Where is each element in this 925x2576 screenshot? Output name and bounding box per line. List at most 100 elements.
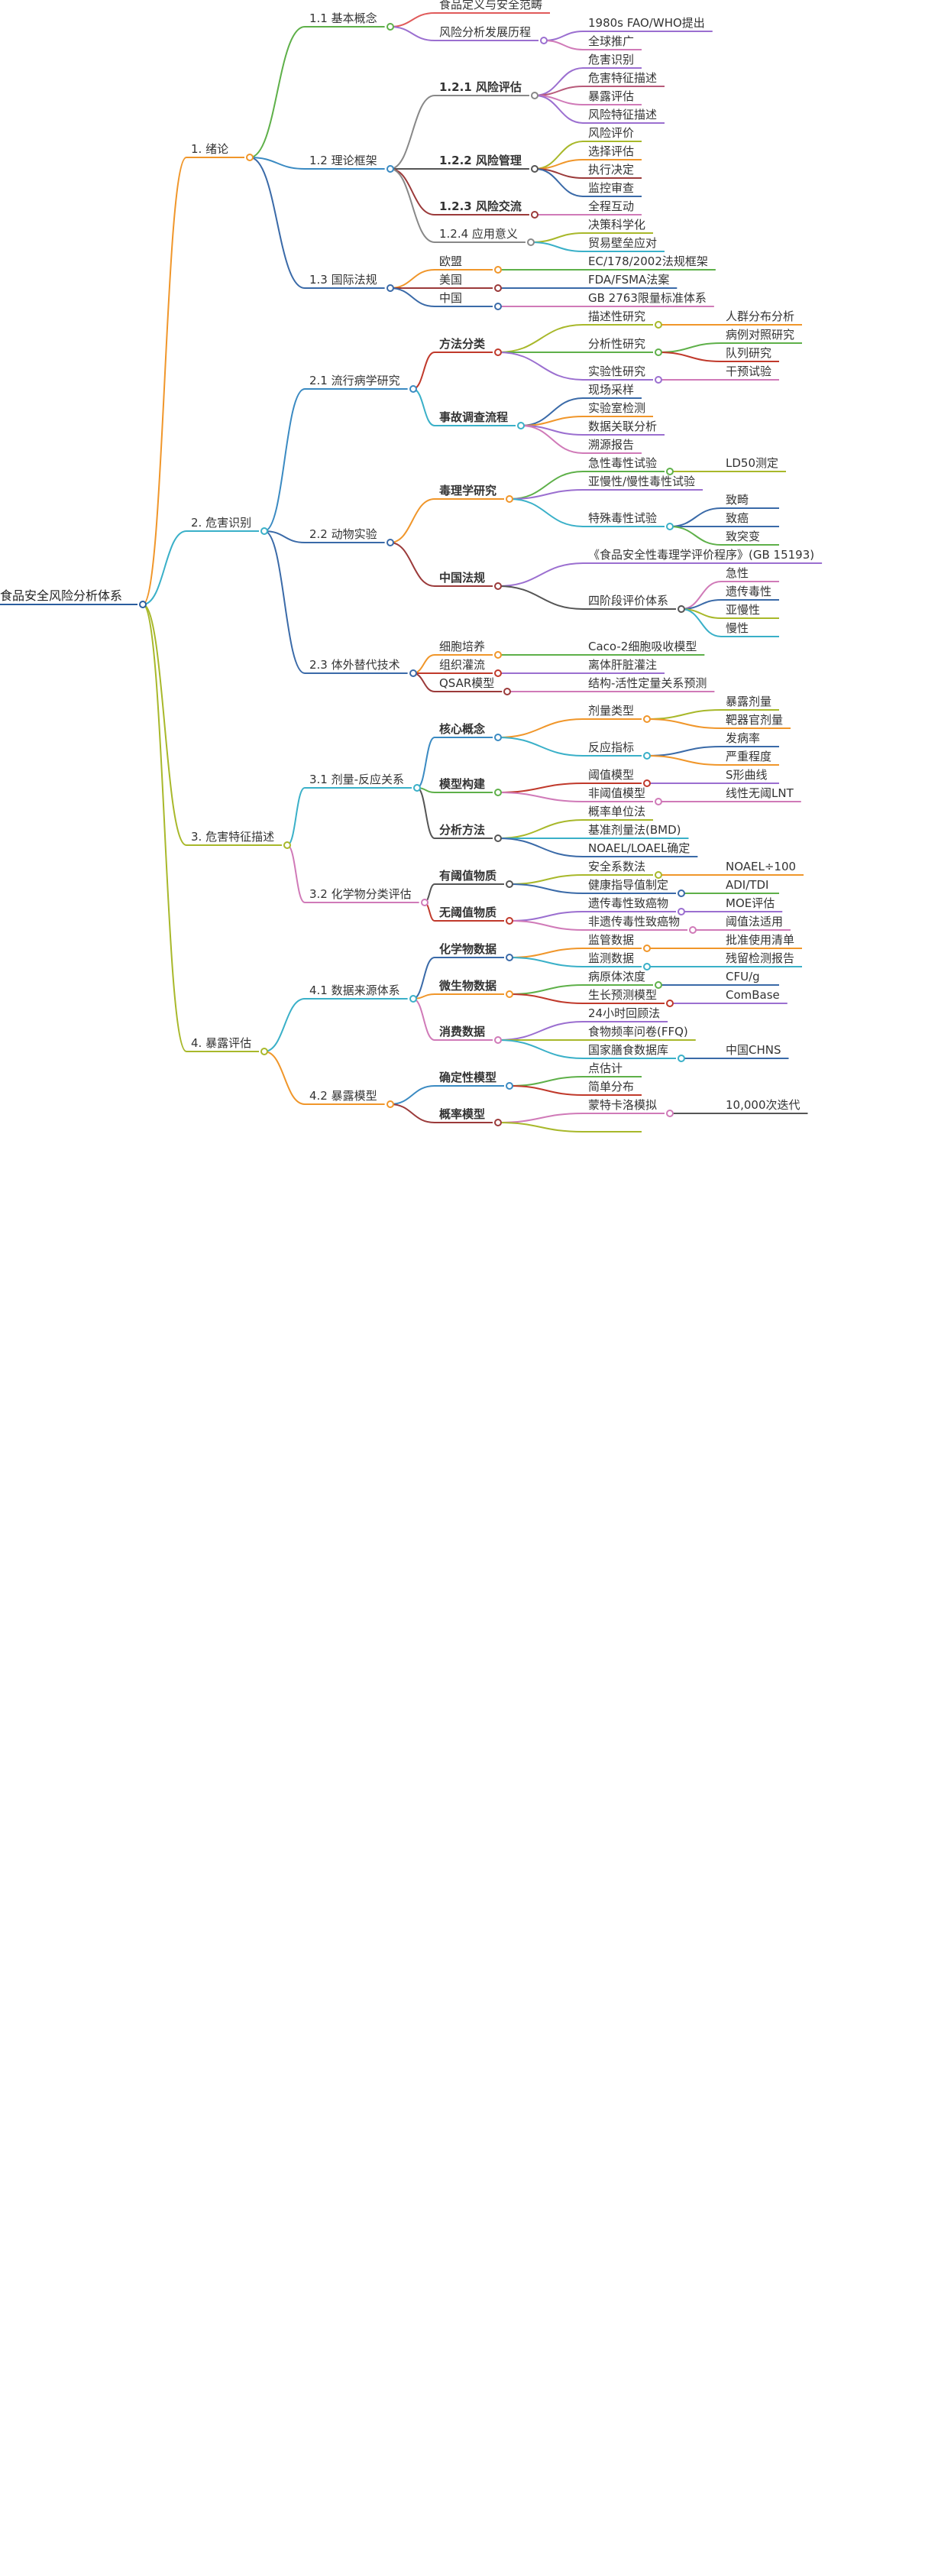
- node-label: 阈值法适用: [726, 915, 784, 928]
- node-toggle-icon[interactable]: [494, 284, 502, 292]
- node-toggle-icon[interactable]: [678, 908, 685, 915]
- node-toggle-icon[interactable]: [506, 990, 513, 998]
- node-label: 发病率: [726, 731, 761, 745]
- node-label: 严重程度: [726, 750, 772, 763]
- node-toggle-icon[interactable]: [666, 1110, 674, 1117]
- node-toggle-icon[interactable]: [643, 945, 651, 952]
- branch-connector: [534, 95, 584, 124]
- node-toggle-icon[interactable]: [643, 779, 651, 787]
- node-toggle-icon[interactable]: [139, 601, 147, 608]
- node-toggle-icon[interactable]: [506, 495, 513, 503]
- node-label: 慢性: [726, 621, 749, 635]
- node-label: 中国: [439, 291, 463, 305]
- node-toggle-icon[interactable]: [260, 527, 269, 535]
- node-label: 人群分布分析: [726, 309, 795, 323]
- node-label: 《食品安全性毒理学评价程序》(GB 15193): [588, 548, 815, 562]
- branch-connector: [412, 352, 435, 390]
- node-toggle-icon[interactable]: [494, 669, 502, 677]
- branch-connector: [658, 342, 722, 353]
- node-toggle-icon[interactable]: [494, 1119, 502, 1126]
- node-toggle-icon[interactable]: [506, 917, 513, 925]
- node-toggle-icon[interactable]: [689, 926, 697, 934]
- node-label: 危害识别: [588, 53, 635, 66]
- node-toggle-icon[interactable]: [409, 669, 417, 677]
- node-toggle-icon[interactable]: [655, 348, 662, 356]
- node-toggle-icon[interactable]: [678, 1055, 685, 1062]
- node-toggle-icon[interactable]: [494, 834, 502, 842]
- node-toggle-icon[interactable]: [678, 889, 685, 897]
- branch-connector: [497, 352, 584, 381]
- node-toggle-icon[interactable]: [655, 798, 662, 805]
- node-label: 选择评估: [588, 144, 635, 158]
- node-toggle-icon[interactable]: [643, 752, 651, 760]
- node-toggle-icon[interactable]: [526, 238, 535, 246]
- node-toggle-icon[interactable]: [655, 321, 662, 329]
- node-toggle-icon[interactable]: [413, 784, 422, 792]
- node-toggle-icon[interactable]: [386, 284, 394, 292]
- branch-connector: [412, 672, 435, 692]
- node-toggle-icon[interactable]: [530, 92, 539, 99]
- node-toggle-icon[interactable]: [386, 165, 394, 173]
- node-toggle-icon[interactable]: [666, 468, 674, 475]
- node-toggle-icon[interactable]: [420, 899, 429, 906]
- node-toggle-icon[interactable]: [386, 23, 394, 31]
- node-label: 暴露剂量: [726, 695, 772, 708]
- node-toggle-icon[interactable]: [283, 841, 292, 849]
- node-toggle-icon[interactable]: [494, 348, 502, 356]
- node-label: 实验室检测: [588, 401, 646, 415]
- node-toggle-icon[interactable]: [506, 954, 513, 961]
- node-toggle-icon[interactable]: [530, 165, 539, 173]
- node-label: 模型构建: [439, 777, 486, 791]
- node-label: 10,000次迭代: [726, 1098, 800, 1112]
- node-toggle-icon[interactable]: [666, 523, 674, 530]
- branch-connector: [509, 883, 584, 894]
- node-toggle-icon[interactable]: [643, 963, 651, 970]
- node-toggle-icon[interactable]: [260, 1048, 269, 1055]
- node-label: QSAR模型: [439, 676, 495, 690]
- node-toggle-icon[interactable]: [530, 211, 539, 219]
- node-label: 1.3 国际法规: [309, 273, 377, 287]
- node-label: 病原体浓度: [588, 970, 646, 983]
- node-toggle-icon[interactable]: [386, 1100, 394, 1108]
- node-toggle-icon[interactable]: [386, 539, 394, 546]
- node-label: 病例对照研究: [726, 328, 795, 342]
- node-toggle-icon[interactable]: [494, 582, 502, 590]
- node-toggle-icon[interactable]: [655, 871, 662, 879]
- node-toggle-icon[interactable]: [494, 303, 502, 310]
- node-toggle-icon[interactable]: [655, 376, 662, 384]
- node-toggle-icon[interactable]: [517, 422, 525, 429]
- node-toggle-icon[interactable]: [666, 1000, 674, 1007]
- node-toggle-icon[interactable]: [655, 981, 662, 989]
- branch-connector: [142, 604, 187, 846]
- node-label: 微生物数据: [439, 979, 497, 993]
- branch-connector: [646, 746, 722, 757]
- node-toggle-icon[interactable]: [540, 37, 548, 44]
- node-label: 队列研究: [726, 346, 772, 360]
- node-label: S形曲线: [726, 768, 768, 782]
- node-toggle-icon[interactable]: [494, 734, 502, 741]
- node-toggle-icon[interactable]: [506, 1082, 513, 1090]
- branch-connector: [509, 920, 584, 931]
- node-toggle-icon[interactable]: [409, 385, 417, 393]
- node-toggle-icon[interactable]: [409, 995, 417, 1003]
- node-label: 3.2 化学物分类评估: [309, 887, 412, 901]
- node-toggle-icon[interactable]: [494, 1036, 502, 1044]
- node-toggle-icon[interactable]: [494, 651, 502, 659]
- node-label: 亚慢性/慢性毒性试验: [588, 475, 696, 488]
- branch-connector: [390, 542, 435, 587]
- node-toggle-icon[interactable]: [678, 605, 685, 613]
- node-label: 蒙特卡洛模拟: [588, 1098, 658, 1112]
- node-toggle-icon[interactable]: [506, 880, 513, 888]
- branch-connector: [509, 948, 584, 958]
- branch-connector: [264, 530, 306, 543]
- node-label: 非遗传毒性致癌物: [588, 915, 681, 928]
- node-toggle-icon[interactable]: [503, 688, 512, 695]
- node-toggle-icon[interactable]: [246, 154, 254, 161]
- node-toggle-icon[interactable]: [494, 266, 502, 274]
- branch-connector: [264, 1051, 306, 1105]
- node-toggle-icon[interactable]: [643, 715, 651, 723]
- node-toggle-icon[interactable]: [494, 789, 502, 796]
- node-label: 方法分类: [439, 337, 486, 351]
